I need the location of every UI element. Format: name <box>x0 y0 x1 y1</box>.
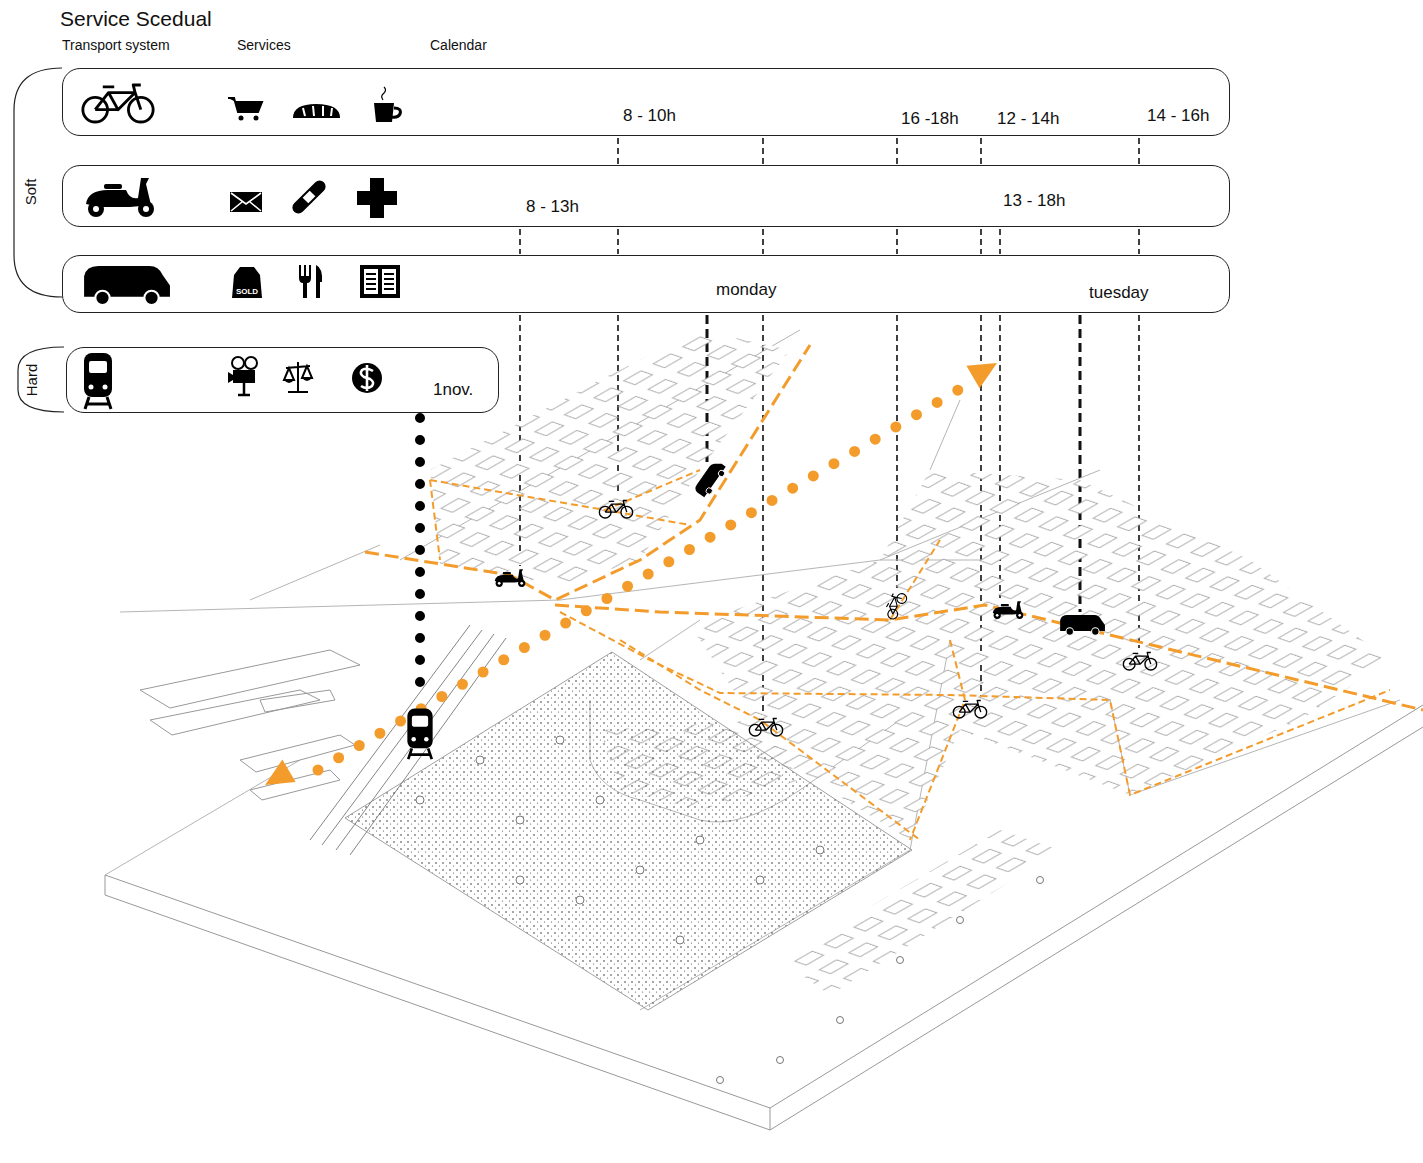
time-label: 1nov. <box>433 379 473 401</box>
time-label: 8 - 13h <box>526 196 579 218</box>
column-header: Calendar <box>430 37 487 53</box>
map-block <box>105 330 1423 1130</box>
dollar-icon <box>352 363 382 393</box>
time-label: 12 - 14h <box>997 108 1059 130</box>
schedule-band: 8 - 10h 16 -18h 12 - 14h 14 - 16h <box>62 68 1230 136</box>
diagram-title: Service Scedual <box>60 7 212 31</box>
time-label: tuesday <box>1089 282 1149 304</box>
side-label: Hard <box>23 364 40 397</box>
train-icon <box>84 353 112 409</box>
train-route <box>265 363 997 785</box>
schedule-band: 1nov. <box>66 347 499 413</box>
bandage-icon <box>290 178 328 216</box>
van-icon <box>84 266 170 305</box>
time-label: 14 - 16h <box>1147 105 1209 127</box>
film-icon <box>228 357 257 395</box>
cross-icon <box>357 178 397 218</box>
scales-icon <box>284 362 312 392</box>
time-label: 13 - 18h <box>1003 190 1065 212</box>
book-icon <box>360 265 400 298</box>
cutlery-icon <box>299 265 322 298</box>
map-vehicles <box>495 459 1157 736</box>
bike-icon <box>83 85 153 122</box>
cart-icon <box>228 98 262 121</box>
time-label: monday <box>716 279 776 301</box>
sold-sign-text: SOLD <box>236 287 258 296</box>
sold-icon <box>232 267 262 298</box>
column-header: Services <box>237 37 291 53</box>
schedule-band: monday tuesday <box>62 255 1230 313</box>
schedule-band: 8 - 13h 13 - 18h <box>62 165 1230 227</box>
column-header: Transport system <box>62 37 170 53</box>
envelope-icon <box>230 192 262 212</box>
soft-routes <box>365 345 1423 840</box>
time-label: 16 -18h <box>901 108 959 130</box>
hard-bracket <box>18 347 64 412</box>
cup-icon <box>374 87 400 122</box>
scooter-icon <box>86 178 154 217</box>
time-label: 8 - 10h <box>623 105 676 127</box>
side-label: Soft <box>22 179 39 206</box>
soft-bracket <box>14 68 62 297</box>
bread-icon <box>293 104 340 118</box>
